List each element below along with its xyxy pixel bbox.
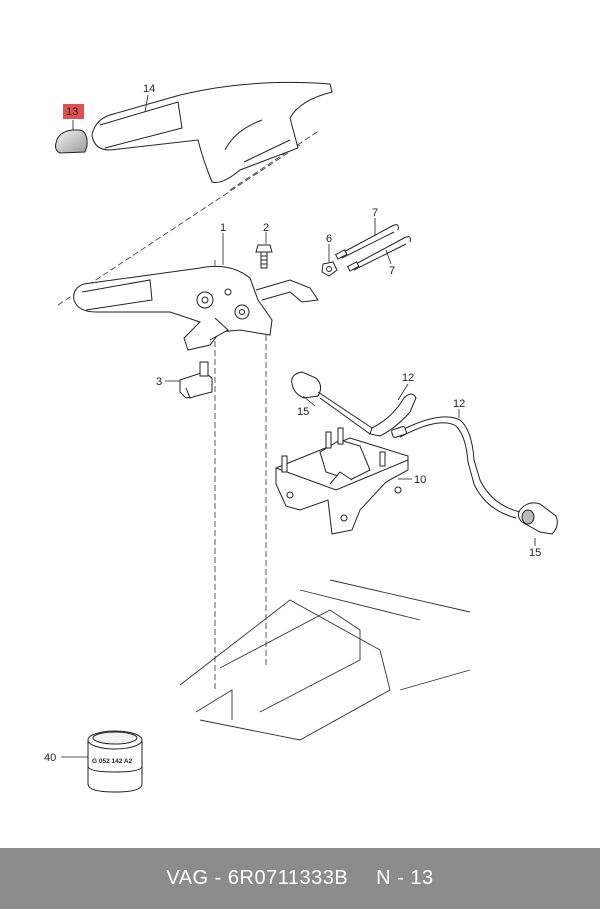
- part-15-end-piece-bottom: [517, 502, 558, 535]
- callout-40: 40: [44, 752, 56, 764]
- callout-13-highlight: [63, 104, 84, 119]
- part-14-handle-cover: [91, 81, 333, 183]
- dashed-guides: [57, 129, 321, 690]
- part-7-brake-cables: [334, 224, 411, 272]
- part-12-selector-cable: [391, 416, 521, 519]
- part-13-button-cap: [55, 129, 88, 154]
- part-3-switch: [179, 361, 213, 399]
- footer-item-number: N - 13: [376, 867, 434, 889]
- sealant-part-number: G 052 142 A2: [92, 758, 133, 765]
- callout-13: 13: [66, 106, 78, 118]
- part-2-bolt: [255, 244, 273, 269]
- callout-12-lever: 12: [402, 372, 414, 384]
- callout-15-end: 15: [529, 547, 541, 559]
- callout-15-lever: 15: [297, 406, 309, 418]
- footer-part-number: VAG - 6R0711333B: [166, 867, 349, 889]
- parts-diagram: 13 14 1 2 6 7 7 3 12 12 15 10 15 40 G 05…: [44, 81, 558, 793]
- callout-7-top: 7: [372, 207, 378, 219]
- part-1-handbrake-lever: [73, 265, 319, 351]
- part-10-shifter-housing: [275, 427, 409, 535]
- part-12-selector-lever: [291, 371, 417, 437]
- callout-3: 3: [156, 376, 162, 388]
- floor-console-outline: [179, 579, 471, 741]
- part-number-footer: VAG - 6R0711333B N - 13: [0, 848, 600, 909]
- callout-12-cable: 12: [453, 398, 465, 410]
- part-40-sealant-can: [87, 730, 143, 793]
- callout-10: 10: [414, 474, 426, 486]
- leader-lines: [61, 94, 536, 758]
- callout-2: 2: [263, 222, 269, 234]
- callout-7-bottom: 7: [389, 265, 395, 277]
- callout-1: 1: [220, 222, 226, 234]
- callout-14: 14: [143, 83, 155, 95]
- callout-6: 6: [326, 233, 332, 245]
- part-6-nut: [321, 261, 338, 277]
